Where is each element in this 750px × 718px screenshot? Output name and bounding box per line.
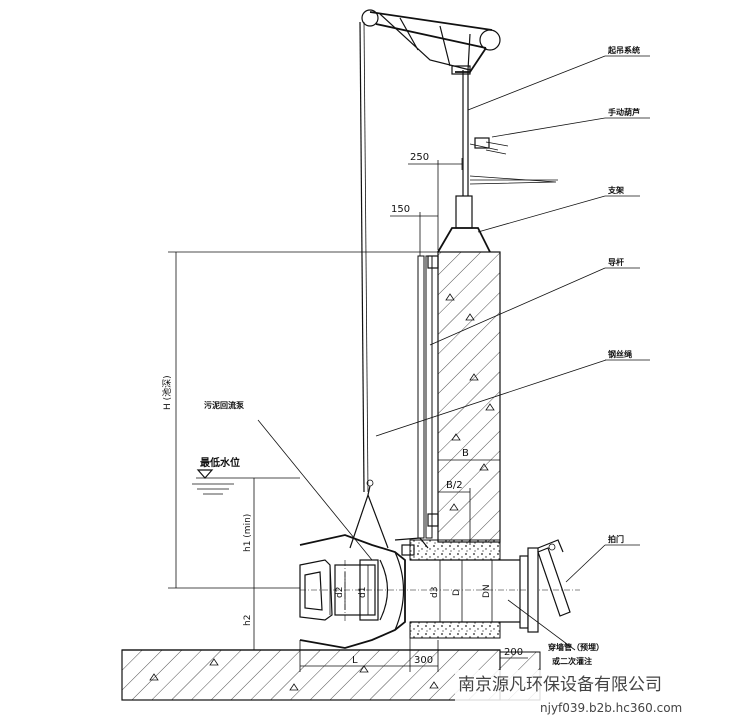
watermark-url: njyf039.b2b.hc360.com <box>540 701 682 715</box>
dim-150: 150 <box>391 204 410 215</box>
label-guide-rod: 导杆 <box>608 257 624 267</box>
leader-lines <box>257 55 650 651</box>
watermark-company: 南京源凡环保设备有限公司 <box>458 675 662 695</box>
dim-d1: d1 <box>358 587 368 598</box>
label-grouting: 或二次灌注 <box>552 656 592 666</box>
lifting-system <box>359 9 501 493</box>
dimension-lines <box>168 158 528 672</box>
dim-H: H (池深) <box>161 375 173 410</box>
dim-300: 300 <box>414 655 433 666</box>
label-wall-pipe: 穿墙管（预埋） <box>548 642 604 652</box>
gravel-band-bottom <box>409 621 501 639</box>
flap-gate <box>527 539 571 633</box>
label-flap-gate: 拍门 <box>608 534 624 544</box>
dim-h2: h2 <box>243 615 253 626</box>
dim-250: 250 <box>410 152 429 163</box>
concrete-wall <box>437 251 501 543</box>
guide-rod <box>394 255 439 549</box>
dim-d3: d3 <box>430 587 440 598</box>
watermark-backdrop <box>455 670 747 716</box>
label-min-water-level: 最低水位 <box>200 456 240 469</box>
dim-L: L <box>352 655 358 666</box>
dim-200: 200 <box>504 647 523 658</box>
water-level-symbol <box>192 469 234 495</box>
label-pump: 污泥回流泵 <box>204 400 244 410</box>
dim-B-half: B/2 <box>446 480 463 491</box>
label-wire-rope: 钢丝绳 <box>608 349 632 359</box>
dim-DN: DN <box>482 584 492 598</box>
pump-assembly <box>299 479 415 649</box>
label-bracket: 支架 <box>607 185 624 195</box>
bracket <box>437 70 558 253</box>
dim-h1: h1 (min) <box>243 514 253 552</box>
label-lifting-system: 起吊系统 <box>607 45 640 55</box>
dim-d2: d2 <box>335 587 345 598</box>
label-hand-hoist: 手动葫芦 <box>608 107 640 117</box>
dim-B: B <box>462 448 469 459</box>
dim-D: D <box>452 589 462 596</box>
